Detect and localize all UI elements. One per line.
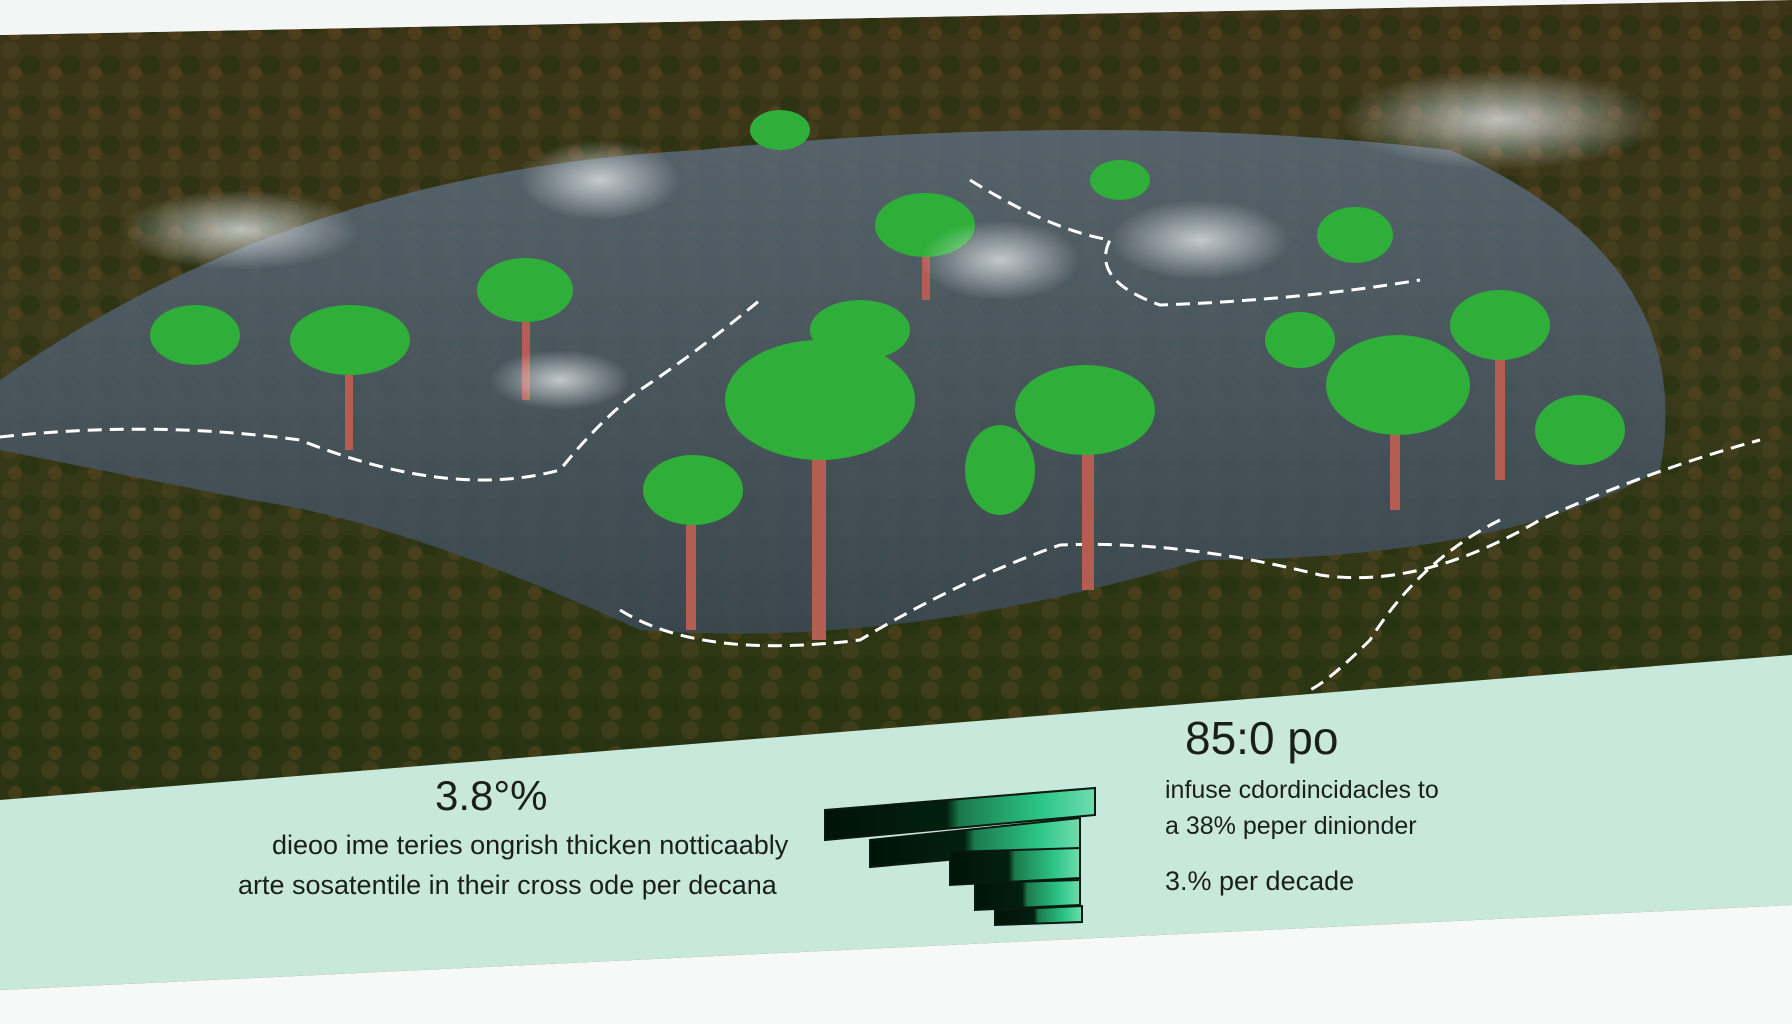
left-stat-value: 3.8°% bbox=[435, 772, 548, 819]
left-stat-description-line-1: dieoo ime teries ongrish thicken nottica… bbox=[272, 830, 789, 860]
bar-1 bbox=[824, 786, 1096, 842]
bright-trees bbox=[150, 110, 1625, 640]
stepped-bar-chart bbox=[824, 786, 1096, 927]
bar-5 bbox=[994, 904, 1083, 927]
mist bbox=[120, 70, 1660, 410]
right-stat-description-line-1: infuse cdordincidacles to bbox=[1165, 776, 1439, 804]
right-stat-rate: 3.% per decade bbox=[1165, 866, 1355, 896]
top-white-corner bbox=[0, 0, 1792, 35]
trail-lines bbox=[0, 178, 1761, 692]
left-stat-description-line-2: arte sosatentile in their cross ode per … bbox=[238, 870, 777, 900]
bottom-white-strip bbox=[0, 905, 1792, 1024]
right-stat-description-line-2: a 38% peper dinionder bbox=[1165, 812, 1417, 840]
bar-3 bbox=[949, 846, 1081, 887]
right-stat-value: 85:0 po bbox=[1185, 712, 1339, 764]
bar-4 bbox=[974, 878, 1081, 912]
